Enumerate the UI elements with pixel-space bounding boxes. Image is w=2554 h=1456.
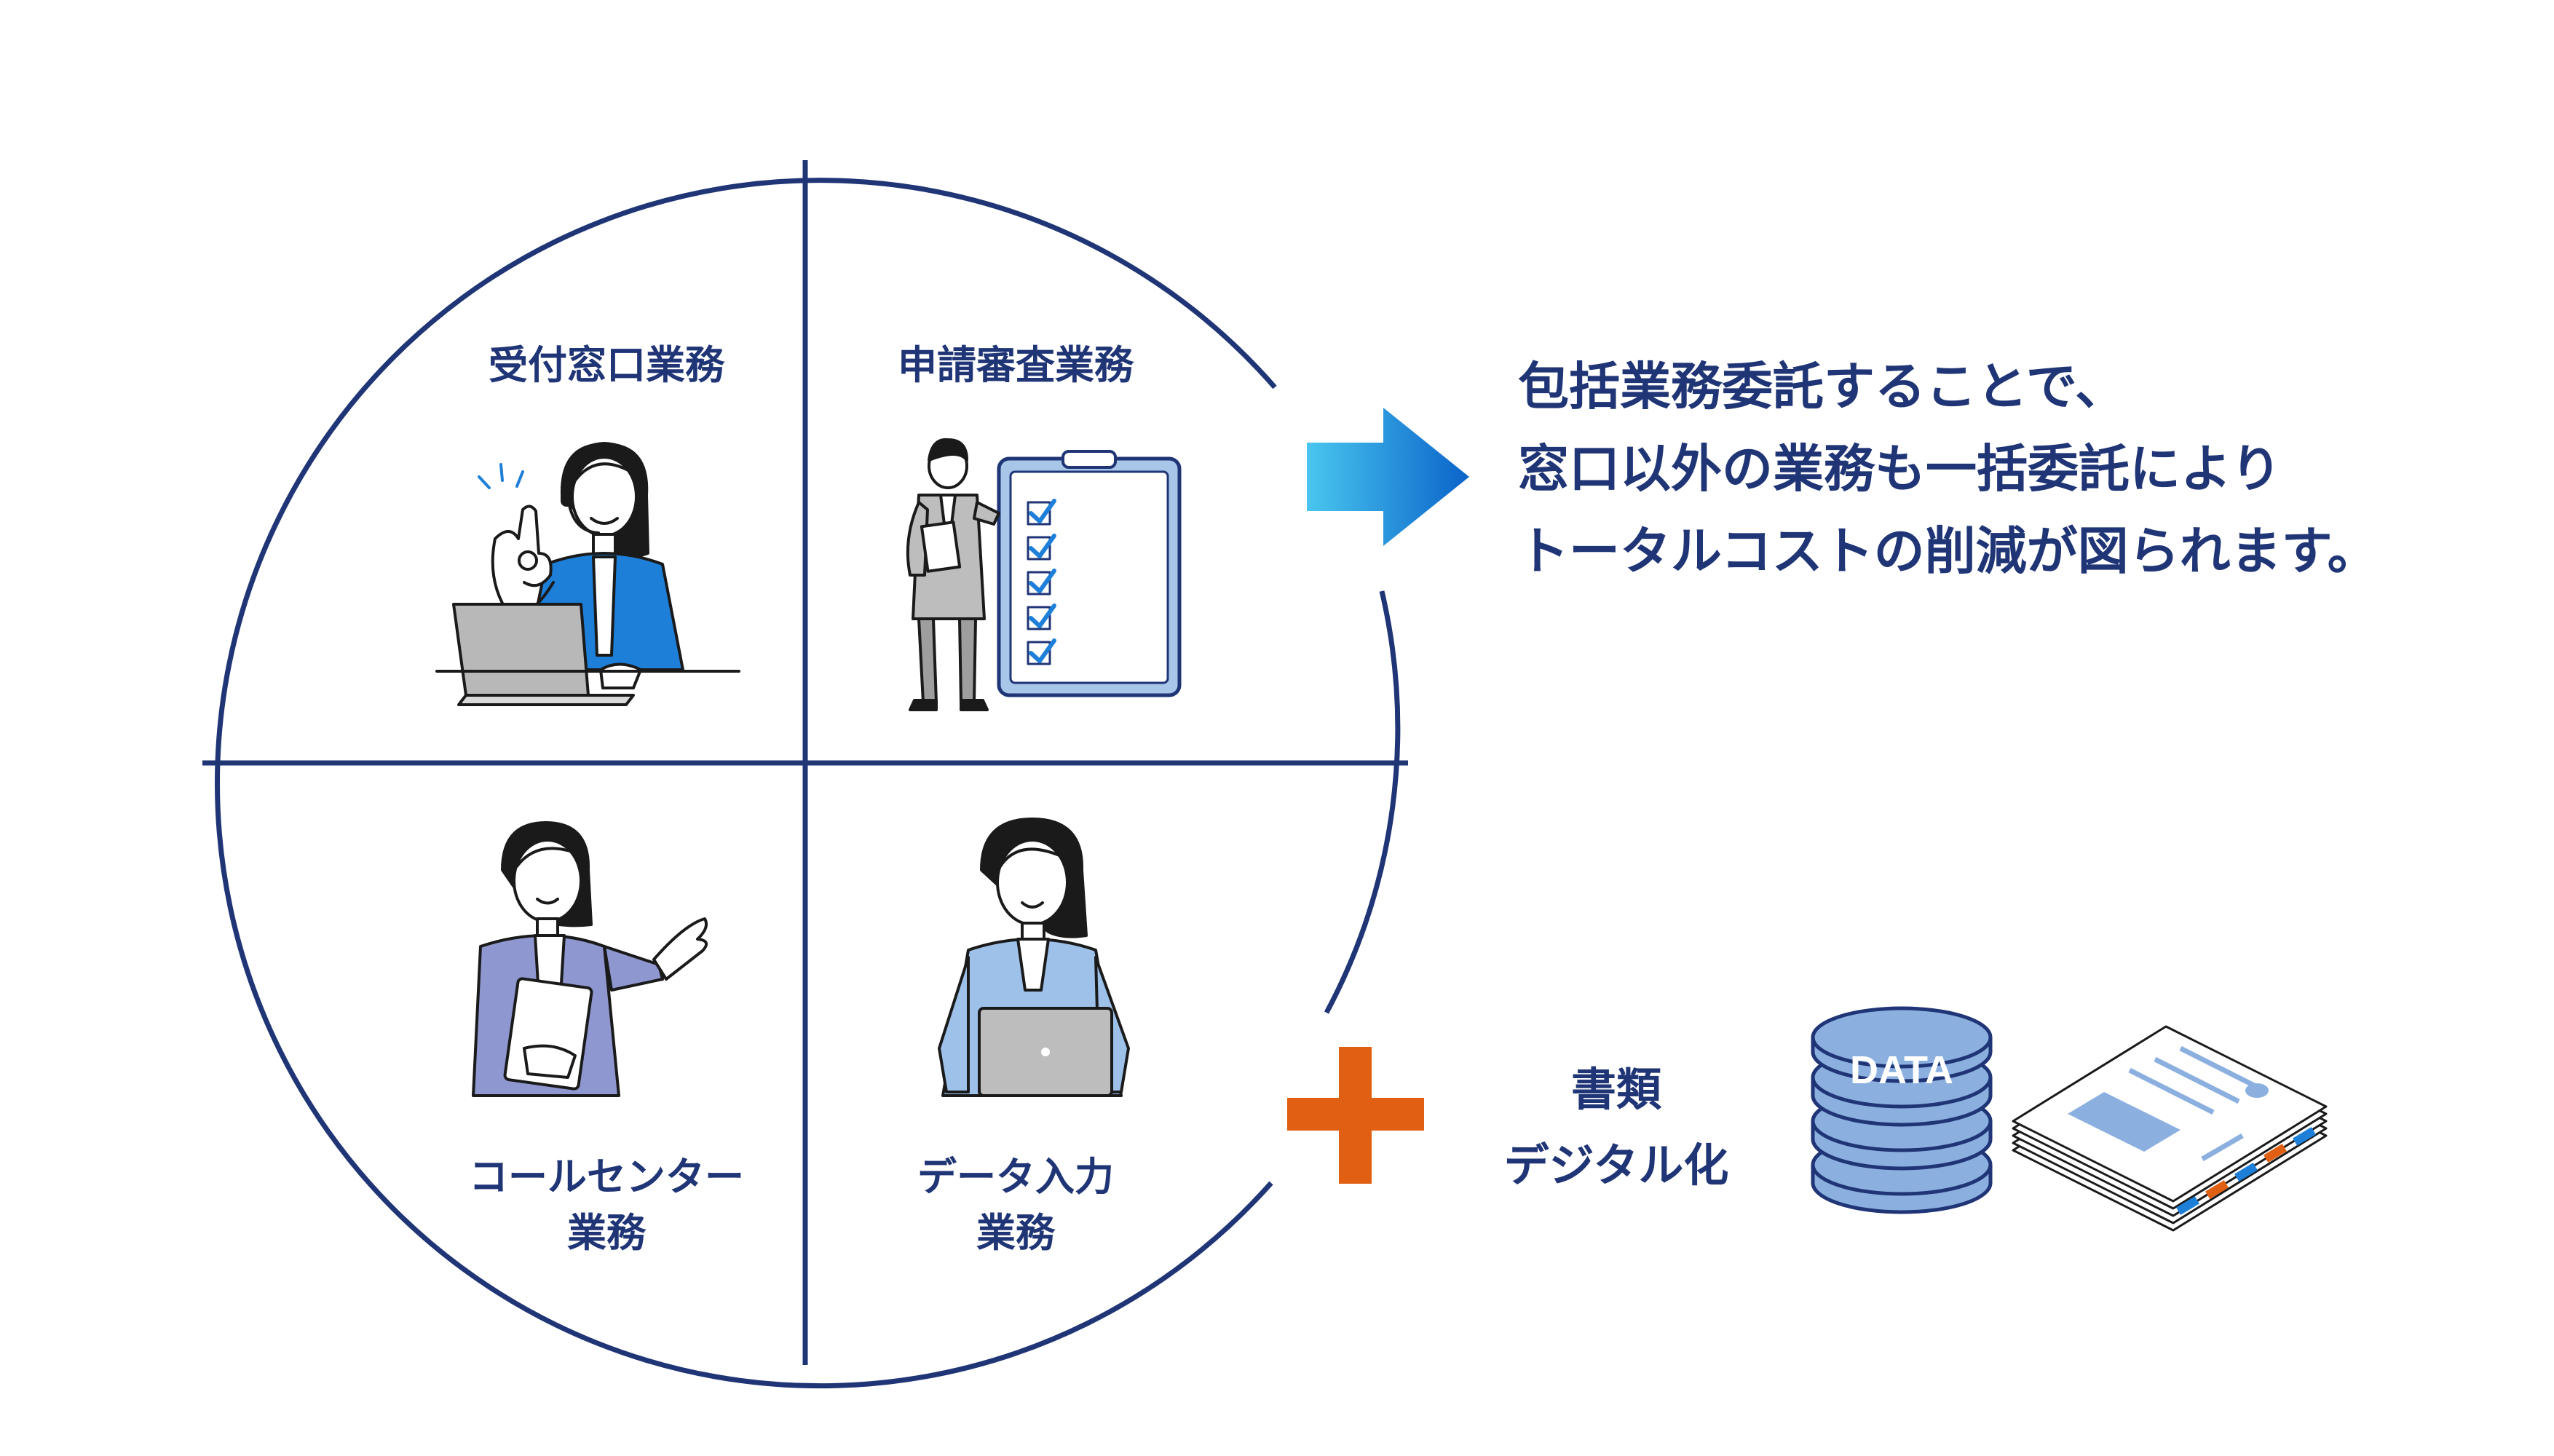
message-line-3: トータルコストの削減が図られます。 [1518,521,2379,581]
digitization-label-line2: デジタル化 [1504,1139,1729,1192]
quadrant-label-dataentry: データ入力 [917,1154,1114,1200]
quadrant-label-reception: 受付窓口業務 [489,342,725,388]
message-line-1: 包括業務委託することで、 [1518,357,2126,416]
quadrant-label-callcenter-line2: 業務 [567,1210,647,1256]
arrow-right-icon [1307,408,1469,546]
plus-icon [1287,1047,1424,1184]
call-center-woman-icon [472,821,708,1097]
message-line-2: 窓口以外の業務も一括委託により [1518,439,2282,499]
digitization-label-line1: 書類 [1571,1063,1662,1116]
quadrant-label-review: 申請審査業務 [898,342,1134,388]
quadrant-circle [202,160,1408,1389]
database-icon [1811,1006,1993,1214]
quadrant-label-dataentry-line2: 業務 [976,1210,1056,1256]
database-label: DATA [1850,1048,1953,1092]
quadrant-label-callcenter: コールセンター [469,1154,744,1200]
data-entry-woman-icon [938,818,1130,1097]
headset-operator-icon [435,442,740,706]
documents-stack-icon [2012,1025,2328,1232]
checklist-clipboard-icon [906,438,1182,711]
